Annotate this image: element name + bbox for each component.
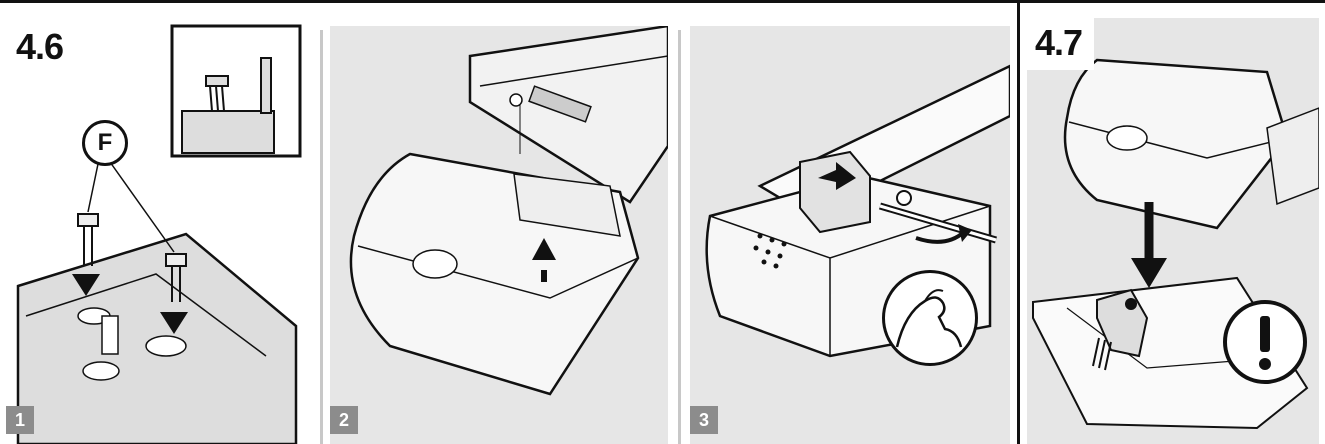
panel-step-1: 4.6 F 1 <box>6 16 314 444</box>
panel-step-3: 3 <box>690 26 1010 444</box>
fastener-callout: F <box>82 120 128 166</box>
step-badge-2: 2 <box>330 406 358 434</box>
section-divider <box>1017 0 1020 444</box>
step-3-illustration <box>705 64 1010 358</box>
step-1-illustration <box>16 24 302 444</box>
exclamation-icon <box>1259 316 1271 370</box>
panel-separator <box>678 30 681 444</box>
step-badge-3: 3 <box>690 406 718 434</box>
warning-icon-badge <box>1223 300 1307 384</box>
panel-separator <box>320 30 323 444</box>
step-badge-1: 1 <box>6 406 34 434</box>
section-title-right: 4.7 <box>1027 18 1095 70</box>
panel-section-4-7: 4.7 <box>1027 18 1319 444</box>
panel-step-2: 2 <box>330 26 668 444</box>
step-2-illustration <box>349 26 668 396</box>
section-title-left: 4.6 <box>12 26 72 70</box>
strength-icon-badge <box>882 270 978 366</box>
flexed-arm-icon <box>895 289 963 348</box>
